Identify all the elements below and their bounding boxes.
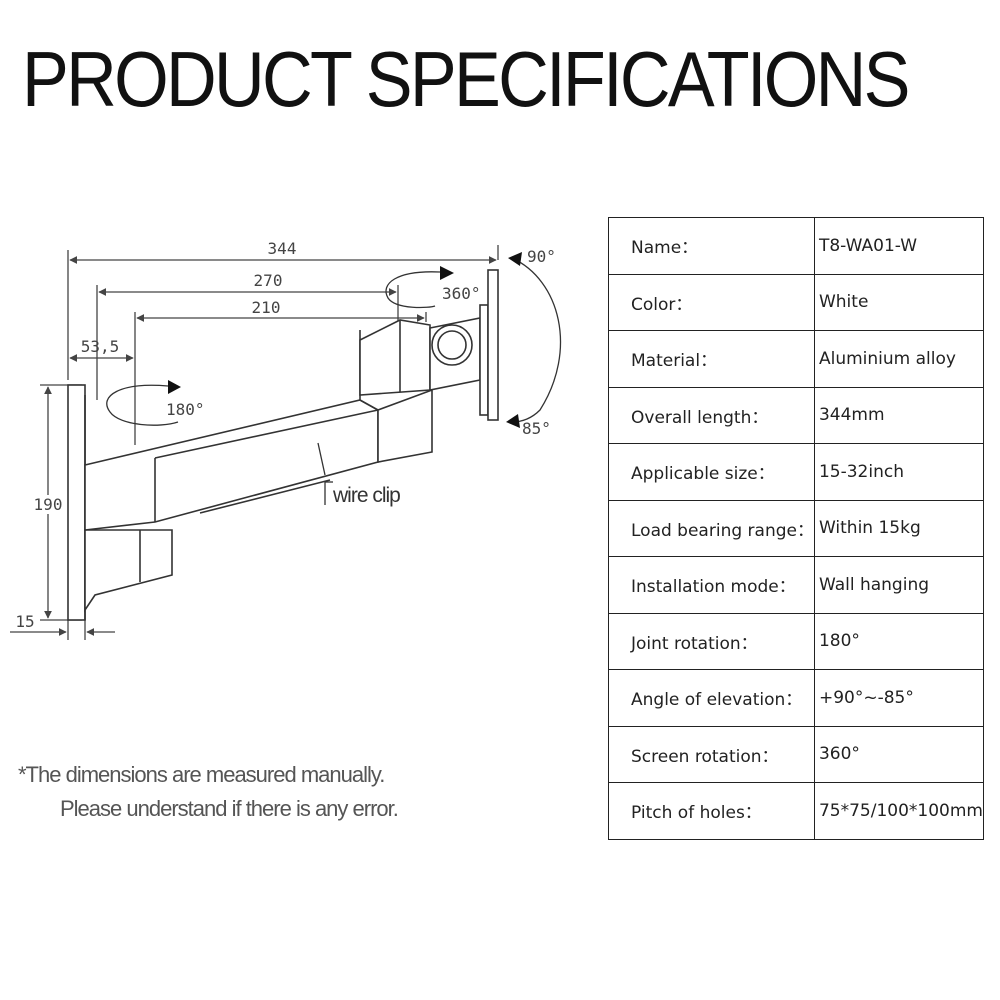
spec-value-color: White: [813, 273, 984, 331]
spec-label-screen-rotation: Screen rotation：: [608, 725, 815, 783]
spec-value-angle-of-elevation: +90°~-85°: [813, 669, 984, 727]
spec-value-applicable-size: 15-32inch: [813, 443, 984, 501]
dim-overall: 344: [268, 239, 297, 258]
table-row: Joint rotation： 180°: [608, 612, 984, 670]
dim-mid: 270: [254, 271, 283, 290]
dim-offset: 53,5: [81, 337, 120, 356]
table-row: Color： White: [608, 273, 984, 331]
spec-label-material: Material：: [608, 330, 815, 388]
spec-label-installation-mode: Installation mode：: [608, 556, 815, 614]
angle-tilt-up: 90°: [527, 247, 556, 266]
spec-value-joint-rotation: 180°: [813, 612, 984, 670]
spec-value-name: T8-WA01-W: [813, 217, 984, 275]
dim-inner: 210: [252, 298, 281, 317]
spec-label-load-bearing: Load bearing range：: [608, 499, 815, 557]
angle-joint-rotation: 180°: [166, 400, 205, 419]
dim-height: 190: [34, 495, 63, 514]
table-row: Overall length： 344mm: [608, 386, 984, 444]
spec-table: Name： T8-WA01-W Color： White Material： A…: [608, 217, 984, 840]
table-row: Load bearing range： Within 15kg: [608, 499, 984, 557]
table-row: Pitch of holes： 75*75/100*100mm: [608, 782, 984, 840]
table-row: Material： Aluminium alloy: [608, 330, 984, 388]
spec-label-joint-rotation: Joint rotation：: [608, 612, 815, 670]
spec-value-installation-mode: Wall hanging: [813, 556, 984, 614]
angle-tilt-down: 85°: [522, 419, 551, 438]
table-row: Screen rotation： 360°: [608, 725, 984, 783]
spec-label-color: Color：: [608, 273, 815, 331]
table-row: Installation mode： Wall hanging: [608, 556, 984, 614]
spec-label-pitch-of-holes: Pitch of holes：: [608, 782, 815, 840]
table-row: Angle of elevation： +90°~-85°: [608, 669, 984, 727]
technical-drawing: 344 270 210 53,5 190 15 90° 85° 360° 180…: [10, 239, 562, 640]
angle-screen-rotation: 360°: [442, 284, 481, 303]
spec-value-material: Aluminium alloy: [813, 330, 984, 388]
table-row: Applicable size： 15-32inch: [608, 443, 984, 501]
spec-label-name: Name：: [608, 217, 815, 275]
note-line-2: Please understand if there is any error.: [60, 796, 399, 821]
dim-base: 15: [15, 612, 34, 631]
spec-value-overall-length: 344mm: [813, 386, 984, 444]
spec-label-overall-length: Overall length：: [608, 386, 815, 444]
table-row: Name： T8-WA01-W: [608, 217, 984, 275]
spec-label-angle-of-elevation: Angle of elevation：: [608, 669, 815, 727]
spec-value-pitch-of-holes: 75*75/100*100mm: [813, 782, 984, 840]
page-title: PRODUCT SPECIFICATIONS: [22, 35, 911, 123]
spec-value-screen-rotation: 360°: [813, 725, 984, 783]
wire-clip-label: wire clip: [332, 484, 400, 507]
measurement-note: *The dimensions are measured manually. P…: [18, 758, 399, 826]
note-line-1: *The dimensions are measured manually.: [18, 762, 385, 787]
spec-label-applicable-size: Applicable size：: [608, 443, 815, 501]
spec-value-load-bearing: Within 15kg: [813, 499, 984, 557]
